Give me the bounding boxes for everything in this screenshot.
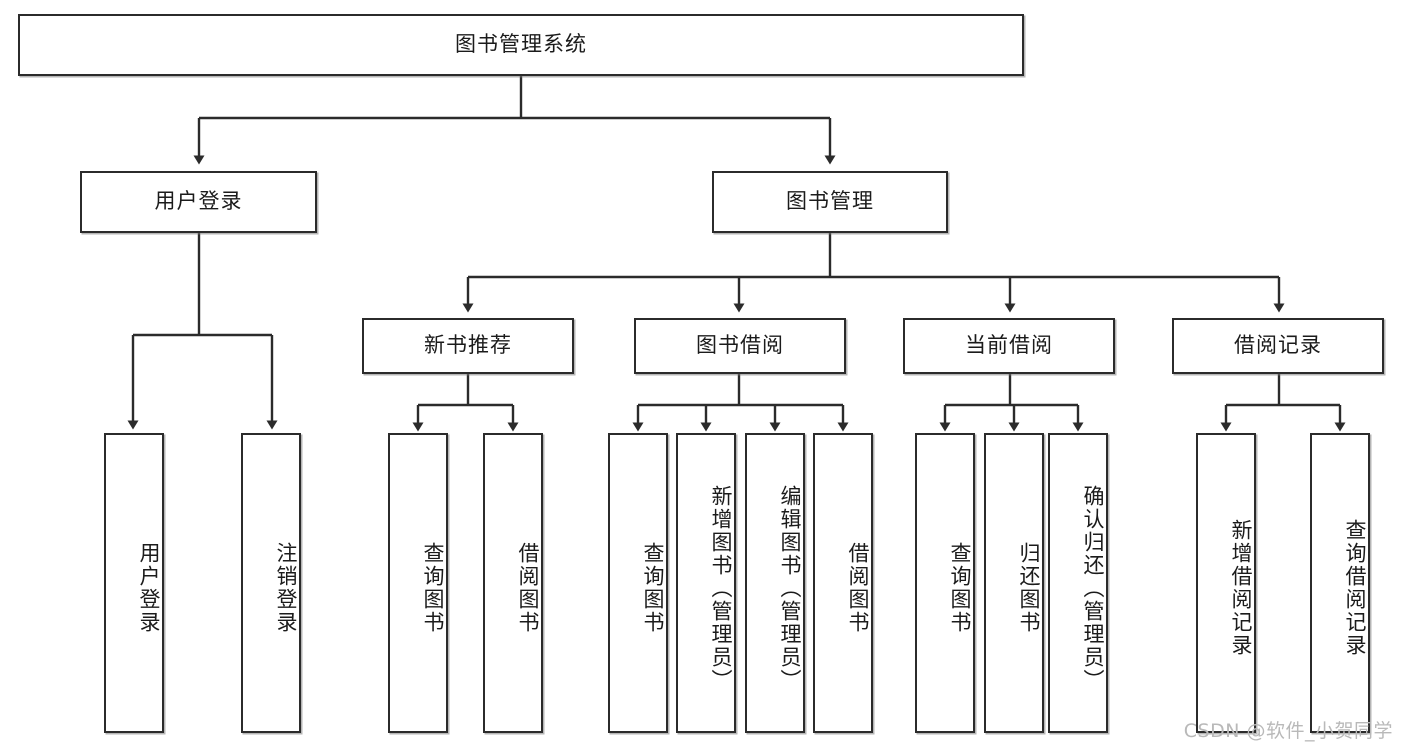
node-label: 新增借阅记录 (1229, 519, 1253, 657)
leaf-new-book-query-books[interactable]: 查询图书 (388, 433, 448, 733)
leaf-borrow-record-query-record[interactable]: 查询借阅记录 (1310, 433, 1370, 733)
leaf-book-borrow-add-book-admin[interactable]: 新增图书（管理员） (676, 433, 736, 733)
node-label: 查询图书 (421, 542, 445, 634)
leaf-current-borrow-return-books[interactable]: 归还图书 (984, 433, 1044, 733)
node-current-borrow[interactable]: 当前借阅 (903, 318, 1115, 374)
node-label: 查询图书 (948, 542, 972, 634)
leaf-current-borrow-query-books[interactable]: 查询图书 (915, 433, 975, 733)
leaf-book-borrow-query-books[interactable]: 查询图书 (608, 433, 668, 733)
node-root-book-management-system[interactable]: 图书管理系统 (18, 14, 1024, 76)
node-label: 借阅记录 (1234, 333, 1322, 358)
watermark-text: CSDN @软件_小贺同学 (1183, 720, 1393, 742)
node-label: 图书管理 (786, 189, 874, 214)
node-book-management[interactable]: 图书管理 (712, 171, 948, 233)
node-label: 图书管理系统 (455, 32, 587, 57)
node-label: 用户登录 (154, 189, 243, 214)
leaf-new-book-borrow-books[interactable]: 借阅图书 (483, 433, 543, 733)
leaf-current-borrow-confirm-return-admin[interactable]: 确认归还（管理员） (1048, 433, 1108, 733)
node-label: 查询借阅记录 (1343, 519, 1367, 657)
node-book-borrow[interactable]: 图书借阅 (634, 318, 846, 374)
node-label: 确认归还（管理员） (1081, 484, 1105, 692)
leaf-user-login-login[interactable]: 用户登录 (104, 433, 164, 733)
node-new-book-recommend[interactable]: 新书推荐 (362, 318, 574, 374)
node-borrow-record[interactable]: 借阅记录 (1172, 318, 1384, 374)
node-label: 新增图书（管理员） (709, 484, 733, 692)
node-label: 用户登录 (137, 542, 161, 634)
node-user-login[interactable]: 用户登录 (80, 171, 317, 233)
node-label: 查询图书 (641, 542, 665, 634)
leaf-borrow-record-add-record[interactable]: 新增借阅记录 (1196, 433, 1256, 733)
node-label: 借阅图书 (846, 542, 870, 634)
node-label: 借阅图书 (516, 542, 540, 634)
leaf-book-borrow-borrow-books[interactable]: 借阅图书 (813, 433, 873, 733)
leaf-book-borrow-edit-book-admin[interactable]: 编辑图书（管理员） (745, 433, 805, 733)
node-label: 当前借阅 (965, 333, 1053, 358)
leaf-user-login-logout[interactable]: 注销登录 (241, 433, 301, 733)
node-label: 注销登录 (274, 542, 298, 634)
node-label: 编辑图书（管理员） (778, 484, 802, 692)
node-label: 图书借阅 (696, 333, 784, 358)
node-label: 新书推荐 (424, 333, 512, 358)
node-label: 归还图书 (1017, 542, 1041, 634)
